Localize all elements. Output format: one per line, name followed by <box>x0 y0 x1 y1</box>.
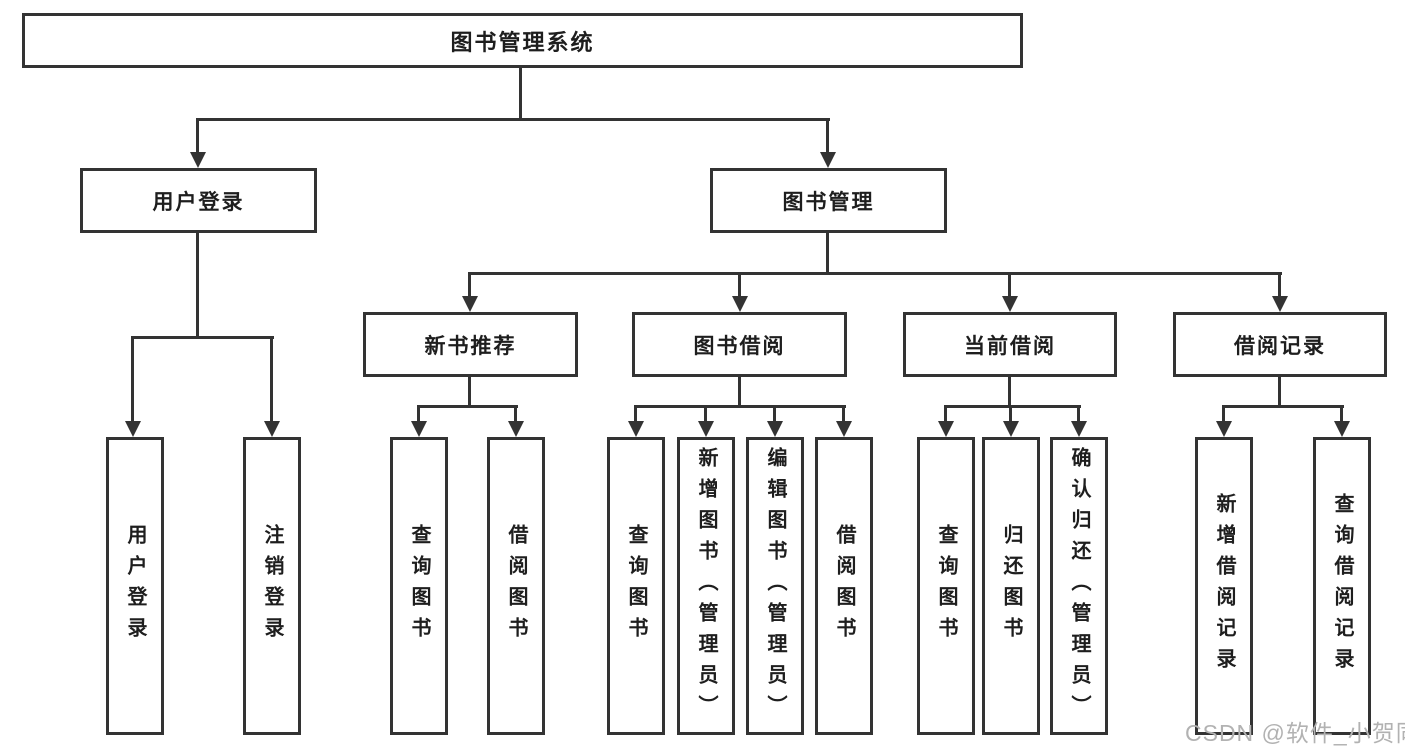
node-borrow-records: 借阅记录 <box>1173 312 1387 377</box>
connector-line <box>704 405 707 421</box>
leaf-logout: 注销登录 <box>243 437 301 735</box>
connector-line <box>270 336 273 421</box>
node-user-login: 用户登录 <box>80 168 317 233</box>
connector-line <box>738 377 741 405</box>
connector-line <box>773 405 776 421</box>
leaf-label: 借阅图书 <box>505 524 527 648</box>
node-book-borrow: 图书借阅 <box>632 312 847 377</box>
connector-line <box>196 118 199 152</box>
leaf-label: 编辑图书（管理员） <box>764 446 786 726</box>
connector-line <box>131 336 134 421</box>
leaf-borrow-books-recommend: 借阅图书 <box>487 437 545 735</box>
connector-line <box>468 272 471 296</box>
connector-line <box>634 405 846 408</box>
leaf-label: 确认归还（管理员） <box>1068 446 1090 726</box>
connector-line <box>519 68 522 118</box>
leaf-return-books: 归还图书 <box>982 437 1040 735</box>
connector-line <box>1340 405 1343 421</box>
leaf-confirm-return-admin: 确认归还（管理员） <box>1050 437 1108 735</box>
connector-line <box>826 233 829 272</box>
arrow-down-icon <box>1334 421 1350 437</box>
connector-line <box>1008 377 1011 405</box>
connector-line <box>1278 377 1281 405</box>
arrow-down-icon <box>698 421 714 437</box>
connector-line <box>1278 272 1281 296</box>
leaf-label: 查询图书 <box>408 524 430 648</box>
connector-line <box>738 272 741 296</box>
connector-line <box>1222 405 1225 421</box>
connector-line <box>842 405 845 421</box>
connector-line <box>944 405 1081 408</box>
leaf-edit-books-admin: 编辑图书（管理员） <box>746 437 804 735</box>
leaf-label: 借阅图书 <box>833 524 855 648</box>
leaf-query-books-recommend: 查询图书 <box>390 437 448 735</box>
arrow-down-icon <box>508 421 524 437</box>
connector-line <box>826 118 829 152</box>
connector-line <box>468 377 471 405</box>
node-book-management: 图书管理 <box>710 168 947 233</box>
leaf-add-books-admin: 新增图书（管理员） <box>677 437 735 735</box>
arrow-down-icon <box>1272 296 1288 312</box>
connector-line <box>417 405 518 408</box>
arrow-down-icon <box>938 421 954 437</box>
arrow-down-icon <box>125 421 141 437</box>
leaf-add-borrow-record: 新增借阅记录 <box>1195 437 1253 735</box>
arrow-down-icon <box>190 152 206 168</box>
leaf-query-borrow-record: 查询借阅记录 <box>1313 437 1371 735</box>
leaf-label: 新增借阅记录 <box>1213 493 1235 679</box>
leaf-query-books-borrow: 查询图书 <box>607 437 665 735</box>
watermark: CSDN @软件_小贺同学 <box>1185 720 1405 746</box>
leaf-query-books-current: 查询图书 <box>917 437 975 735</box>
connector-line <box>1008 272 1011 296</box>
leaf-label: 注销登录 <box>261 524 283 648</box>
connector-line <box>417 405 420 421</box>
connector-line <box>196 233 199 336</box>
connector-line <box>1077 405 1080 421</box>
leaf-user-login: 用户登录 <box>106 437 164 735</box>
leaf-label: 查询图书 <box>625 524 647 648</box>
arrow-down-icon <box>732 296 748 312</box>
leaf-label: 查询图书 <box>935 524 957 648</box>
leaf-label: 用户登录 <box>124 524 146 648</box>
leaf-label: 新增图书（管理员） <box>695 446 717 726</box>
leaf-label: 归还图书 <box>1000 524 1022 648</box>
arrow-down-icon <box>820 152 836 168</box>
node-current-borrow: 当前借阅 <box>903 312 1117 377</box>
arrow-down-icon <box>1002 296 1018 312</box>
arrow-down-icon <box>264 421 280 437</box>
node-new-book-recommend: 新书推荐 <box>363 312 578 377</box>
arrow-down-icon <box>1003 421 1019 437</box>
connector-line <box>634 405 637 421</box>
connector-line <box>468 272 1282 275</box>
arrow-down-icon <box>836 421 852 437</box>
node-library-management-system: 图书管理系统 <box>22 13 1023 68</box>
arrow-down-icon <box>411 421 427 437</box>
arrow-down-icon <box>1216 421 1232 437</box>
connector-line <box>1222 405 1344 408</box>
connector-line <box>1009 405 1012 421</box>
connector-line <box>131 336 274 339</box>
leaf-label: 查询借阅记录 <box>1331 493 1353 679</box>
arrow-down-icon <box>767 421 783 437</box>
leaf-borrow-books-borrow: 借阅图书 <box>815 437 873 735</box>
connector-line <box>514 405 517 421</box>
arrow-down-icon <box>1071 421 1087 437</box>
connector-line <box>196 118 830 121</box>
arrow-down-icon <box>462 296 478 312</box>
arrow-down-icon <box>628 421 644 437</box>
connector-line <box>944 405 947 421</box>
